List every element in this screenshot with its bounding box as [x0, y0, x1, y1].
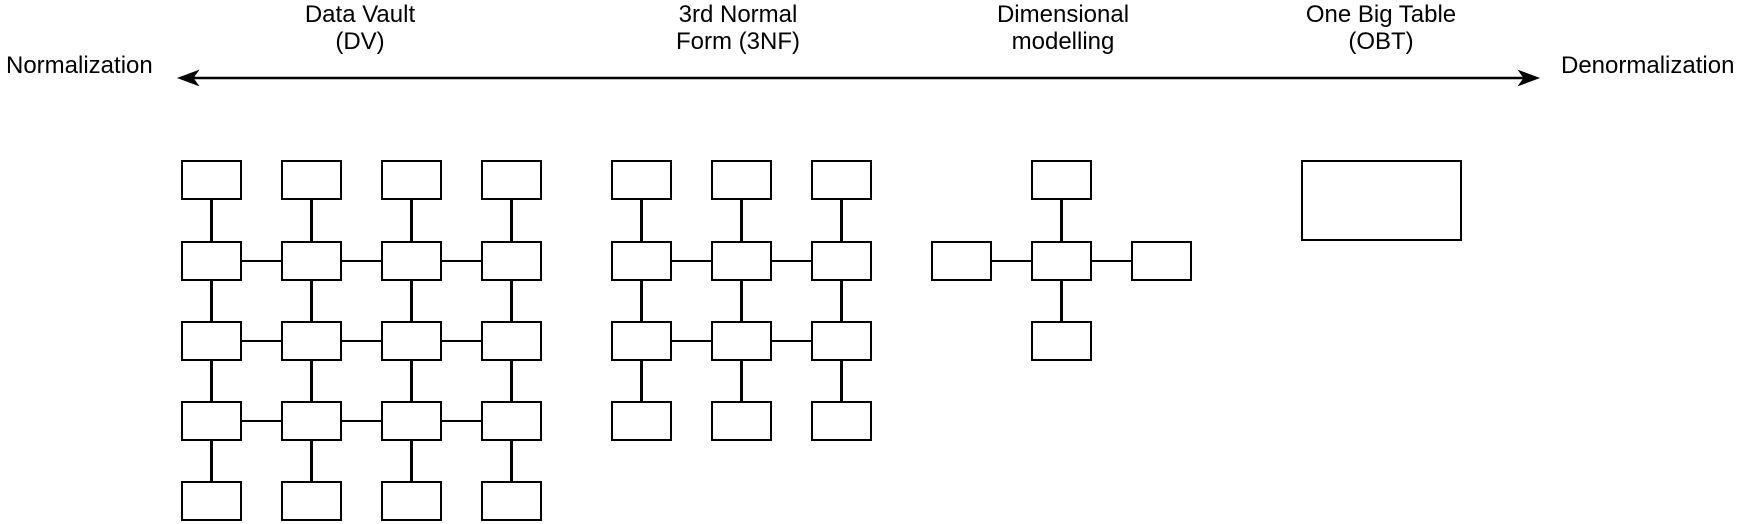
third-normal-form-connector — [772, 339, 811, 343]
third-normal-form-table-box — [711, 160, 772, 200]
third-normal-form-connector — [740, 200, 743, 241]
data-vault-table-box — [281, 160, 342, 200]
dimensional-modelling-connector — [1060, 200, 1063, 241]
data-vault-table-box — [381, 401, 442, 441]
data-vault-table-box — [381, 241, 442, 281]
data-vault-table-box — [281, 401, 342, 441]
third-normal-form-connector — [640, 200, 643, 241]
data-vault-table-box — [181, 481, 242, 521]
data-vault-table-box — [281, 481, 342, 521]
data-vault-connector — [442, 339, 481, 343]
data-vault-connector — [510, 441, 513, 481]
data-vault-connector — [342, 259, 381, 263]
label-line: 3rd Normal — [678, 1, 798, 28]
data-vault-connector — [410, 441, 413, 481]
third-normal-form-connector — [840, 361, 843, 401]
arrow-right-head-icon — [1517, 69, 1540, 87]
third-normal-form-connector — [672, 259, 711, 263]
data-vault-connector — [310, 200, 313, 241]
data-vault-connector — [410, 200, 413, 241]
third-normal-form-table-box — [711, 401, 772, 441]
data-vault-table-box — [481, 160, 542, 200]
label-line: (OBT) — [1348, 28, 1414, 55]
dimension-table-box — [1131, 241, 1192, 281]
label-line: Form (3NF) — [676, 28, 800, 55]
label-one-big-table: One Big Table (OBT) — [1271, 1, 1491, 55]
third-normal-form-table-box — [811, 241, 872, 281]
third-normal-form-connector — [740, 281, 743, 321]
label-line: modelling — [1011, 28, 1115, 55]
data-vault-table-box — [281, 321, 342, 361]
label-third-normal-form: 3rd Normal Form (3NF) — [628, 1, 848, 55]
data-vault-table-box — [281, 241, 342, 281]
data-vault-table-box — [381, 160, 442, 200]
dimensional-modelling-connector — [1060, 281, 1063, 321]
data-vault-connector — [510, 361, 513, 401]
data-vault-connector — [310, 441, 313, 481]
dimension-table-box — [1031, 160, 1092, 200]
fact-table-box — [1031, 241, 1092, 281]
data-vault-connector — [210, 200, 213, 241]
dimensional-modelling-connector — [992, 259, 1031, 263]
data-vault-connector — [342, 419, 381, 423]
data-vault-table-box — [481, 241, 542, 281]
data-vault-connector — [210, 281, 213, 321]
third-normal-form-table-box — [611, 401, 672, 441]
data-vault-connector — [510, 200, 513, 241]
data-vault-table-box — [181, 401, 242, 441]
third-normal-form-connector — [772, 259, 811, 263]
data-vault-connector — [410, 361, 413, 401]
third-normal-form-connector — [640, 281, 643, 321]
data-vault-connector — [242, 419, 281, 423]
dimensional-modelling-connector — [1092, 259, 1131, 263]
third-normal-form-connector — [740, 361, 743, 401]
data-vault-connector — [510, 281, 513, 321]
data-vault-connector — [242, 339, 281, 343]
third-normal-form-table-box — [811, 401, 872, 441]
label-data-vault: Data Vault (DV) — [250, 1, 470, 55]
third-normal-form-table-box — [611, 321, 672, 361]
third-normal-form-table-box — [711, 321, 772, 361]
data-vault-connector — [242, 259, 281, 263]
data-vault-table-box — [481, 321, 542, 361]
data-vault-connector — [310, 281, 313, 321]
data-vault-table-box — [181, 241, 242, 281]
data-vault-connector — [442, 259, 481, 263]
one-big-table-box — [1301, 160, 1462, 241]
arrow-left-head-icon — [177, 69, 200, 87]
label-line: (DV) — [335, 28, 385, 55]
third-normal-form-table-box — [611, 241, 672, 281]
normalization-label: Normalization — [6, 52, 153, 79]
label-dimensional-modelling: Dimensional modelling — [953, 1, 1173, 55]
normalization-denormalization-arrow — [177, 69, 1540, 87]
third-normal-form-connector — [840, 200, 843, 241]
data-vault-connector — [442, 419, 481, 423]
third-normal-form-connector — [640, 361, 643, 401]
label-line: Dimensional — [996, 1, 1130, 28]
denormalization-label: Denormalization — [1561, 52, 1735, 79]
data-vault-table-box — [181, 321, 242, 361]
third-normal-form-connector — [840, 281, 843, 321]
third-normal-form-table-box — [811, 321, 872, 361]
data-vault-connector — [310, 361, 313, 401]
data-vault-connector — [210, 361, 213, 401]
label-line: One Big Table — [1305, 1, 1457, 28]
third-normal-form-table-box — [811, 160, 872, 200]
label-line: Data Vault — [304, 1, 416, 28]
third-normal-form-table-box — [611, 160, 672, 200]
data-vault-table-box — [381, 321, 442, 361]
third-normal-form-connector — [672, 339, 711, 343]
data-vault-table-box — [181, 160, 242, 200]
data-vault-connector — [210, 441, 213, 481]
data-vault-connector — [342, 339, 381, 343]
dimension-table-box — [1031, 321, 1092, 361]
dimension-table-box — [931, 241, 992, 281]
data-vault-table-box — [481, 401, 542, 441]
data-vault-connector — [410, 281, 413, 321]
data-vault-table-box — [481, 481, 542, 521]
third-normal-form-table-box — [711, 241, 772, 281]
data-vault-table-box — [381, 481, 442, 521]
